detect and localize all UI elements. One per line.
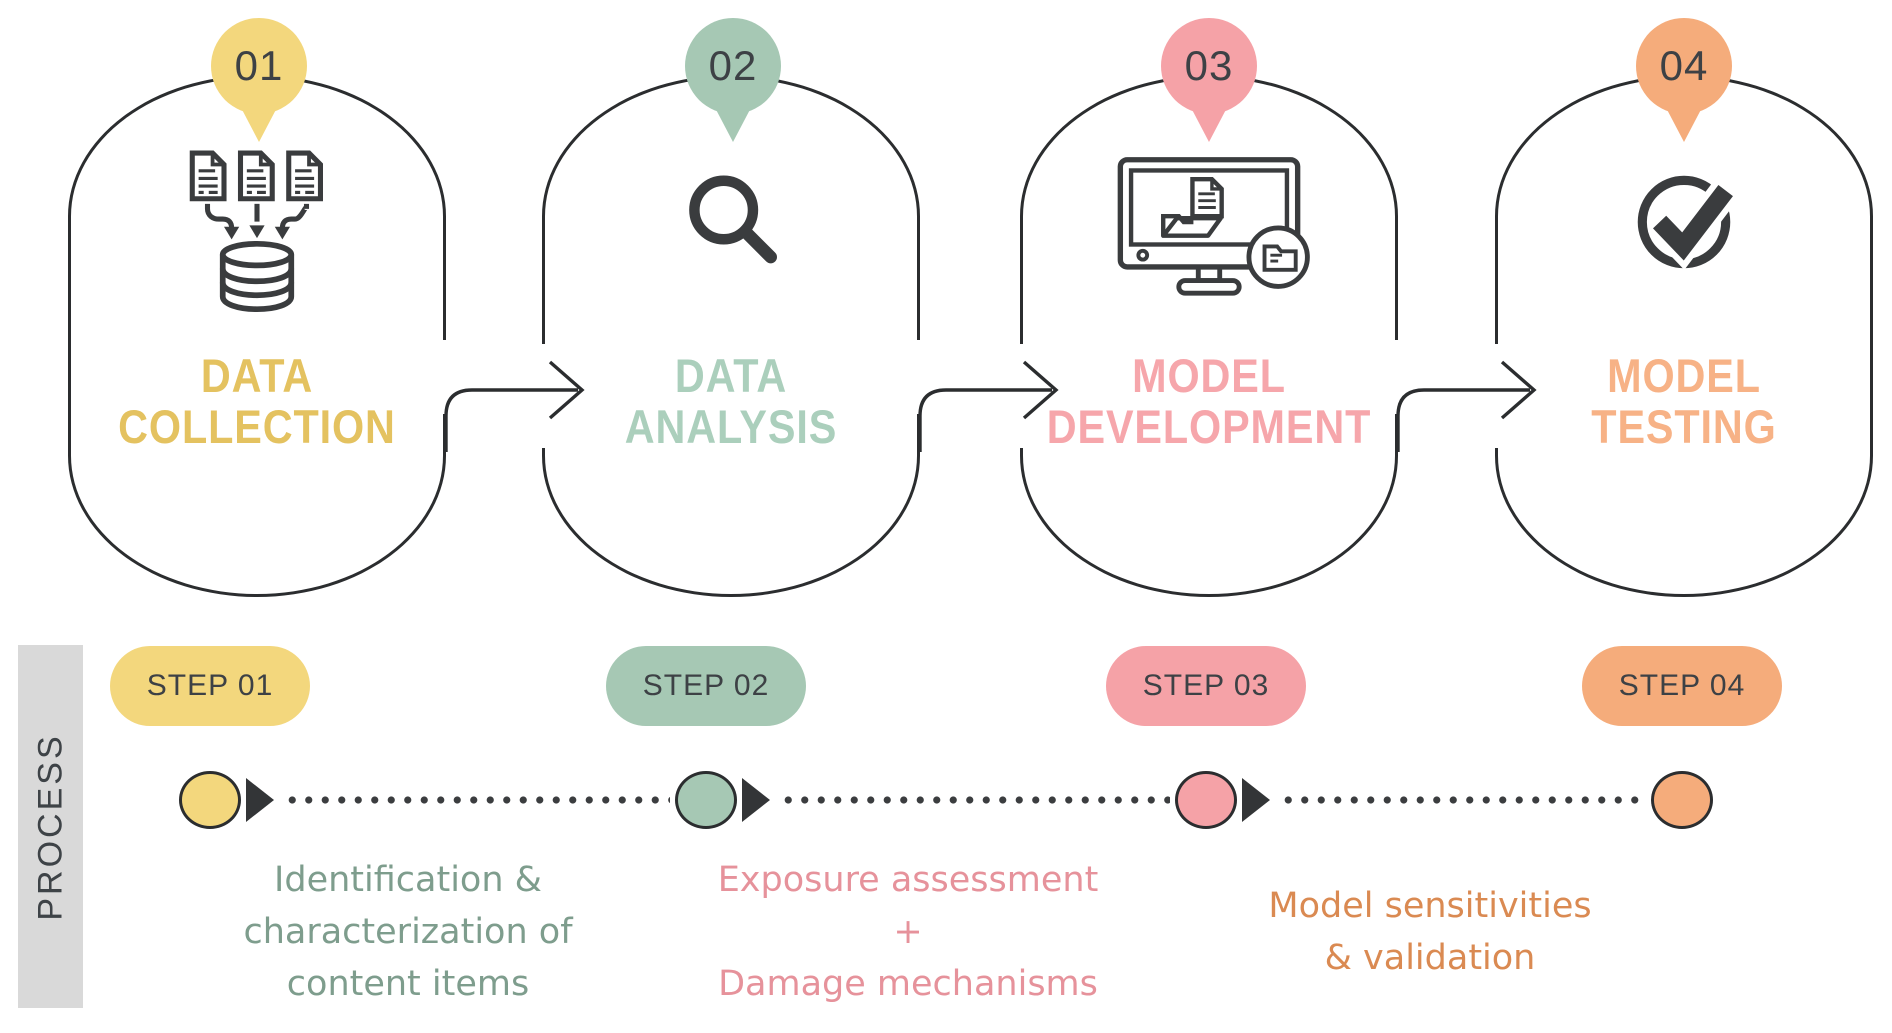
timeline-arrowhead-2	[742, 778, 770, 822]
badge-number: 04	[1636, 18, 1732, 114]
timeline-dots-3	[1280, 795, 1646, 805]
documents-database-icon	[189, 150, 323, 313]
timeline-arrowhead-1	[246, 778, 274, 822]
step-title-3: MODEL DEVELOPMENT	[1046, 349, 1372, 453]
step-card-3: MODEL DEVELOPMENT	[1020, 75, 1398, 597]
timeline-dots-2	[780, 795, 1170, 805]
step-card-2: DATA ANALYSIS	[542, 75, 920, 597]
step-badge-4: 04	[1636, 18, 1732, 144]
timeline-dots-1	[284, 795, 670, 805]
step-badge-1: 01	[211, 18, 307, 144]
step-pill-4: STEP 04	[1582, 646, 1782, 726]
badge-number: 01	[211, 18, 307, 114]
timeline-node-3	[1175, 771, 1237, 829]
magnifier-icon	[689, 175, 777, 264]
check-circle-icon	[1637, 175, 1738, 270]
timeline-node-4	[1651, 771, 1713, 829]
timeline-node-2	[675, 771, 737, 829]
step-badge-3: 03	[1161, 18, 1257, 144]
description-step-3-4: Model sensitivities & validation	[1268, 886, 1592, 978]
process-bar: PROCESS	[18, 645, 83, 1008]
step-card-4: MODEL TESTING	[1495, 75, 1873, 597]
step-card-1: DATA COLLECTION	[68, 75, 446, 597]
step-pill-3: STEP 03	[1106, 646, 1306, 726]
step-title-1: DATA COLLECTION	[118, 349, 396, 453]
description-step-1-2: Identification & characterization of con…	[243, 860, 573, 1004]
step-pill-2: STEP 02	[606, 646, 806, 726]
timeline-arrowhead-3	[1242, 778, 1270, 822]
timeline-node-1	[179, 771, 241, 829]
step-pill-1: STEP 01	[110, 646, 310, 726]
process-label: PROCESS	[31, 732, 69, 921]
description-step-2-3: Exposure assessment + Damage mechanisms	[717, 860, 1099, 1004]
badge-number: 02	[685, 18, 781, 114]
step-title-2: DATA ANALYSIS	[624, 349, 838, 453]
step-badge-2: 02	[685, 18, 781, 144]
badge-number: 03	[1161, 18, 1257, 114]
monitor-folder-icon	[1117, 157, 1310, 296]
step-title-4: MODEL TESTING	[1591, 349, 1777, 453]
